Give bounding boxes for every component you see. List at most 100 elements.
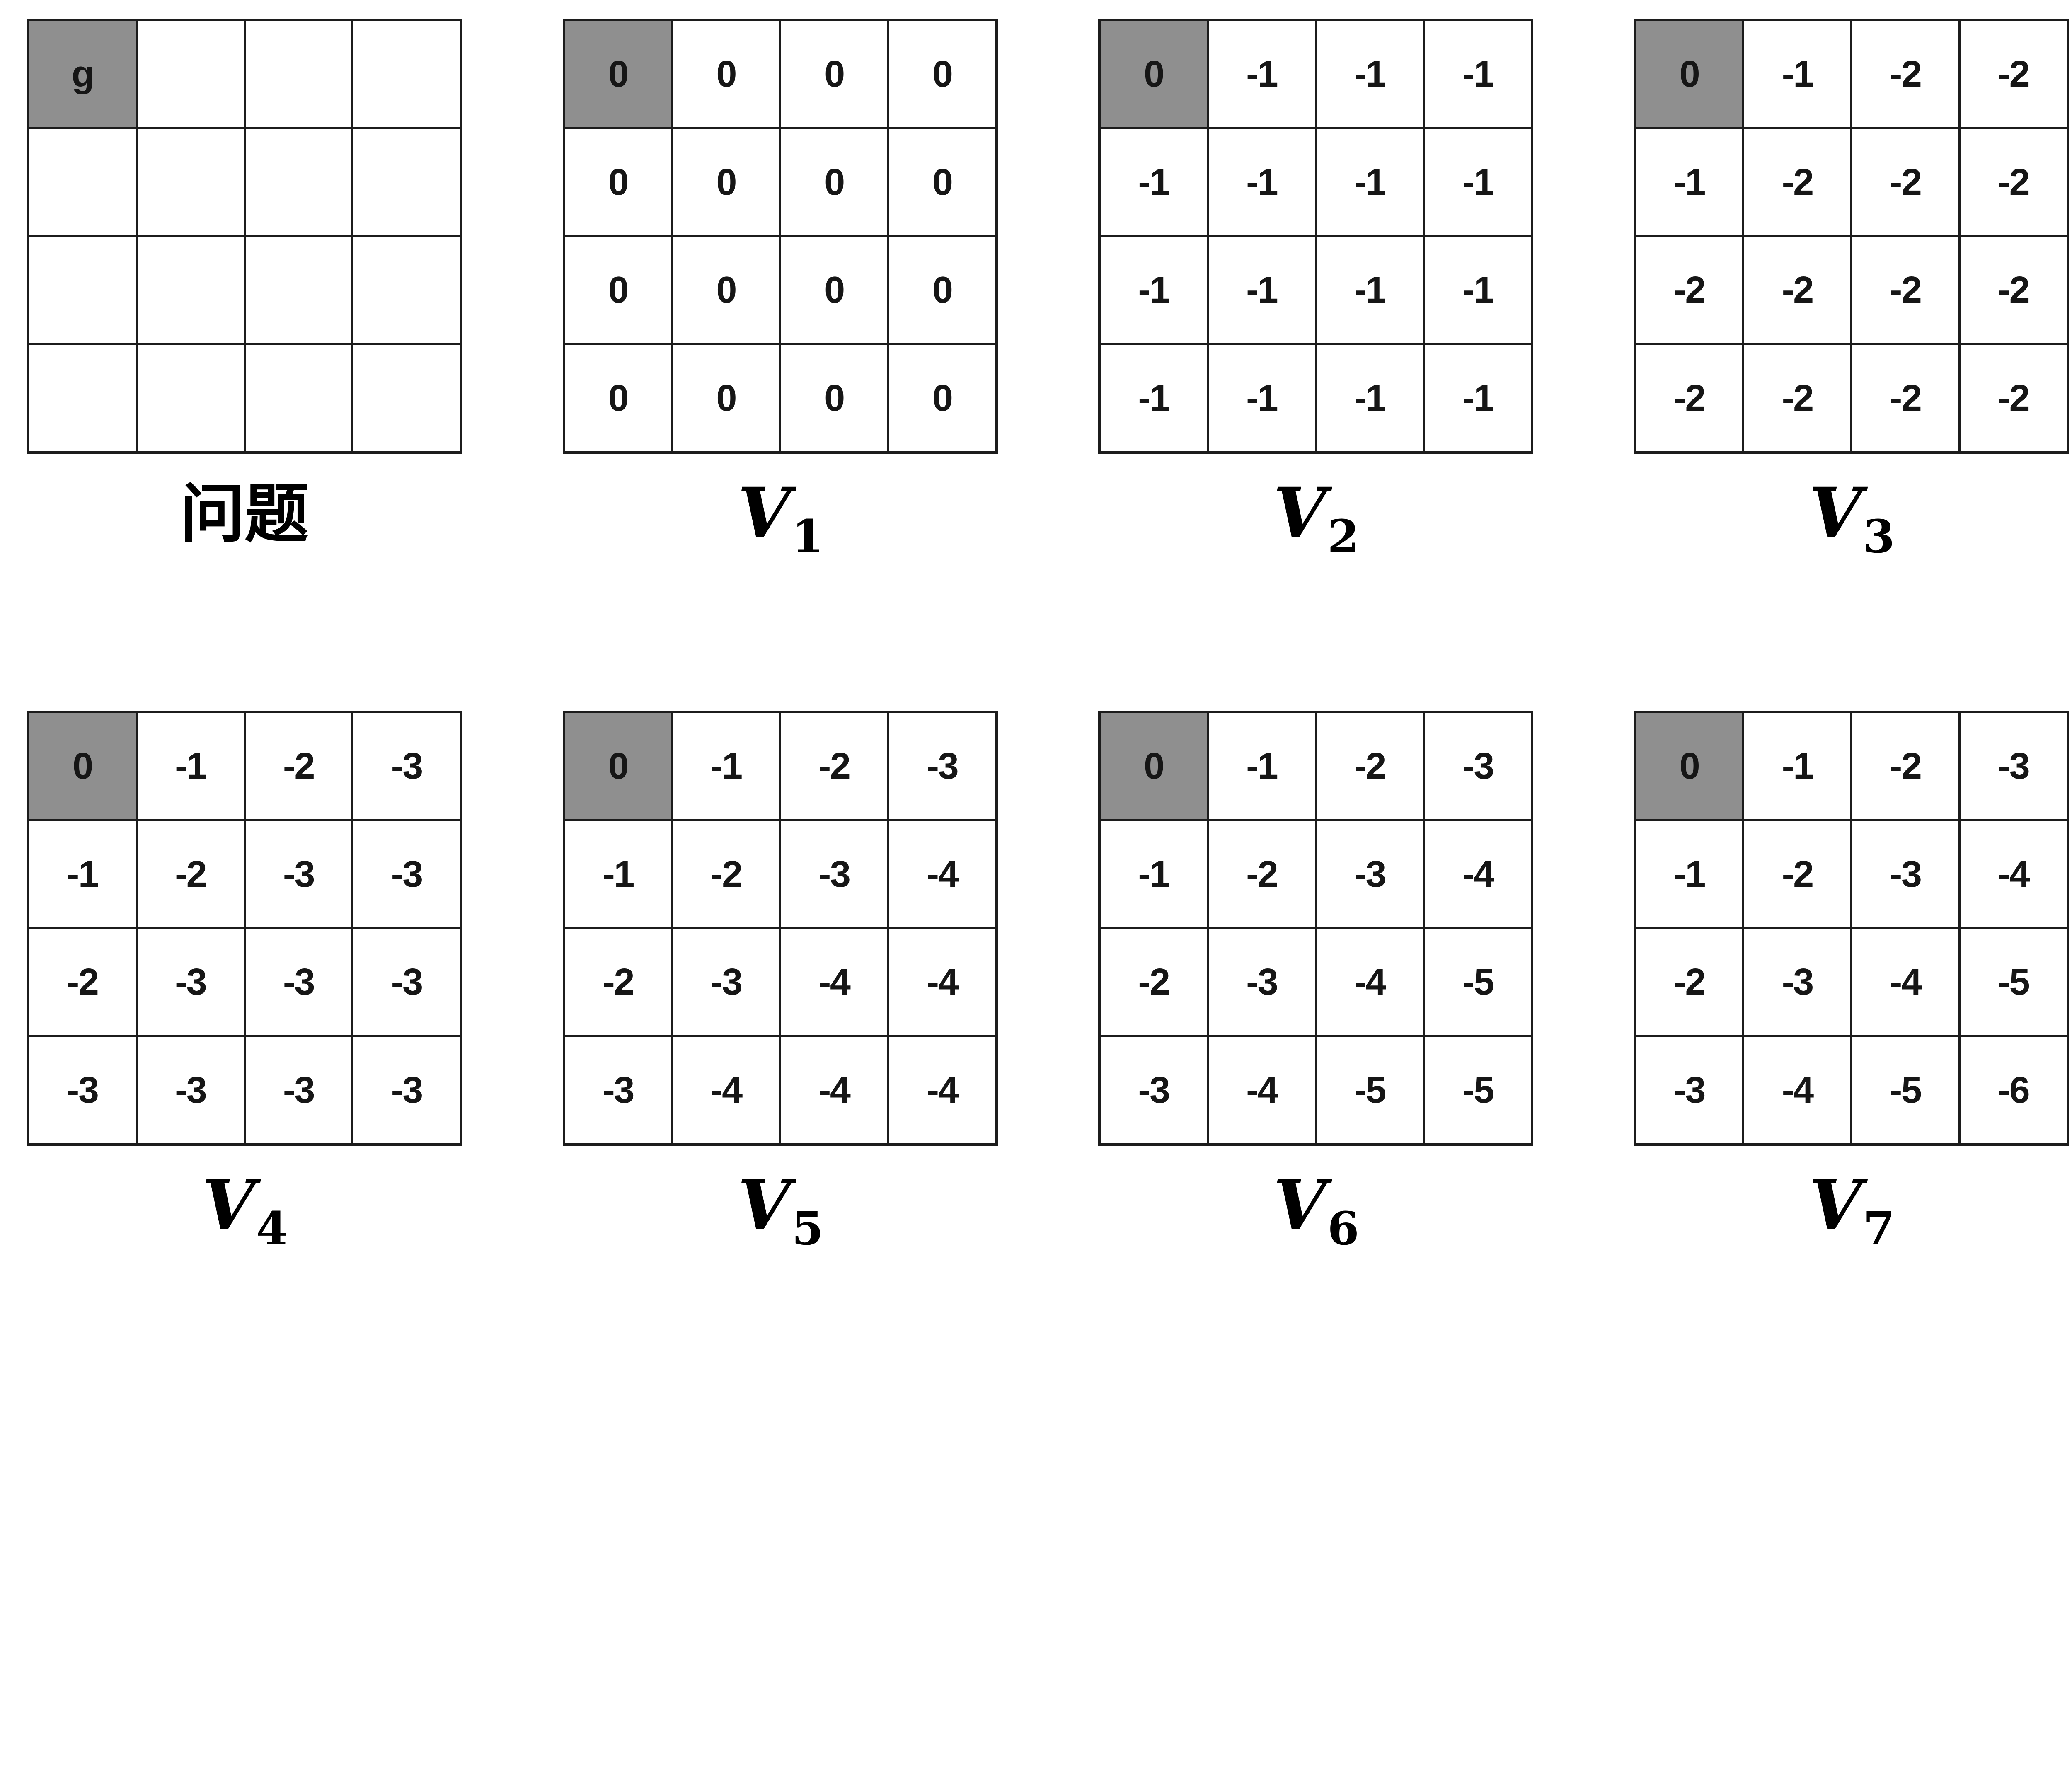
grid-cell: -1: [1101, 345, 1207, 451]
grid-cell: -4: [781, 929, 887, 1036]
grid-cell: -3: [29, 1037, 136, 1143]
grid-cell: -1: [1317, 237, 1423, 344]
grid-cell: -1: [1101, 237, 1207, 344]
grid-cell: -2: [1960, 129, 2067, 235]
grid-cell: -5: [1425, 929, 1531, 1036]
grid-v5: 0-1-2-3-1-2-3-4-2-3-4-4-3-4-4-4: [562, 711, 998, 1146]
grid-cell: [353, 237, 460, 344]
grid-cell: -2: [1744, 821, 1850, 927]
grid-cell: -2: [1960, 237, 2067, 344]
grid-cell: -2: [1636, 345, 1743, 451]
grid-cell: -3: [137, 929, 244, 1036]
grid-cell: [29, 237, 136, 344]
grid-cell: 0: [673, 129, 779, 235]
goal-cell: 0: [565, 713, 671, 819]
grid-cell: -2: [1852, 21, 1958, 127]
grid-v3: 0-1-2-2-1-2-2-2-2-2-2-2-2-2-2-2: [1634, 19, 2069, 454]
grid-cell: -1: [1744, 21, 1850, 127]
grid-cell: 0: [781, 345, 887, 451]
grid-cell: -1: [1425, 129, 1531, 235]
grid-cell: 0: [673, 21, 779, 127]
grid-cell: -1: [137, 713, 244, 819]
grid-cell: [353, 21, 460, 127]
grid-cell: -3: [1317, 821, 1423, 927]
grid-v2: 0-1-1-1-1-1-1-1-1-1-1-1-1-1-1-1: [1098, 19, 1533, 454]
grid-cell: -1: [1425, 21, 1531, 127]
grid-cell: -4: [781, 1037, 887, 1143]
grid-cell: -1: [1744, 713, 1850, 819]
grid-cell: -2: [1960, 21, 2067, 127]
grid-cell: -2: [1744, 345, 1850, 451]
grid-cell: -1: [1636, 129, 1743, 235]
caption-label: V: [202, 1164, 255, 1245]
goal-cell: 0: [1101, 713, 1207, 819]
caption-subscript: 5: [792, 1202, 824, 1255]
grid-cell: -1: [29, 821, 136, 927]
grid-cell: -1: [1208, 21, 1315, 127]
grid-cell: -1: [1317, 345, 1423, 451]
caption-subscript: 7: [1863, 1202, 1895, 1255]
grid-cell: -3: [1852, 821, 1958, 927]
grid-cell: -2: [1960, 345, 2067, 451]
grid-cell: -2: [1852, 713, 1958, 819]
caption-subscript: 4: [256, 1202, 288, 1255]
grid-cell: -3: [889, 713, 995, 819]
grid-cell: 0: [673, 345, 779, 451]
grid-cell: -2: [1744, 237, 1850, 344]
grid-cell: -2: [137, 821, 244, 927]
grid-cell: -3: [1744, 929, 1850, 1036]
grid-cell: 0: [565, 237, 671, 344]
caption-subscript: 6: [1327, 1202, 1359, 1255]
grid-cell: -3: [1425, 713, 1531, 819]
grid-cell: -4: [889, 821, 995, 927]
grid-cell: 0: [889, 21, 995, 127]
caption-label: V: [738, 472, 791, 553]
grid-cell: -1: [1101, 821, 1207, 927]
grid-cell: -2: [673, 821, 779, 927]
caption-subscript: 2: [1327, 510, 1359, 563]
grid-cell: -3: [353, 929, 460, 1036]
caption-label: 问题: [180, 476, 309, 552]
caption-label: V: [1273, 472, 1326, 553]
grid-cell: -3: [673, 929, 779, 1036]
grid-cell: -6: [1960, 1037, 2067, 1143]
grid-cell: -3: [1208, 929, 1315, 1036]
caption-label: V: [1273, 1164, 1326, 1245]
grid-cell: -5: [1960, 929, 2067, 1036]
grid-cell: -2: [29, 929, 136, 1036]
grid-cell: 0: [565, 345, 671, 451]
grid-cell: 0: [781, 21, 887, 127]
grid-cell: -1: [1636, 821, 1743, 927]
grid-cell: [353, 345, 460, 451]
grid-cell: -2: [245, 713, 352, 819]
grid-cell: -4: [1208, 1037, 1315, 1143]
grid-cell: [137, 237, 244, 344]
grid-cell: -3: [565, 1037, 671, 1143]
grid-cell: -1: [1208, 237, 1315, 344]
grid-cell: -4: [1960, 821, 2067, 927]
grid-cell: -3: [1636, 1037, 1743, 1143]
grid-cell: -1: [1425, 345, 1531, 451]
grid-cell: -2: [1852, 345, 1958, 451]
grid-cell: [245, 21, 352, 127]
grid-cell: 0: [781, 129, 887, 235]
caption-subscript: 1: [792, 510, 824, 563]
caption-label: V: [1809, 472, 1862, 553]
grid-cell: -3: [353, 713, 460, 819]
grid-cell: -1: [1208, 129, 1315, 235]
grid-cell: -2: [565, 929, 671, 1036]
goal-cell: g: [29, 21, 136, 127]
grid-v7: 0-1-2-3-1-2-3-4-2-3-4-5-3-4-5-6: [1634, 711, 2069, 1146]
grid-cell: -1: [1317, 129, 1423, 235]
grid-cell: -2: [1744, 129, 1850, 235]
grid-cell: -4: [1317, 929, 1423, 1036]
grid-cell: -4: [1744, 1037, 1850, 1143]
grid-cell: [137, 345, 244, 451]
grid-cell: -1: [1317, 21, 1423, 127]
